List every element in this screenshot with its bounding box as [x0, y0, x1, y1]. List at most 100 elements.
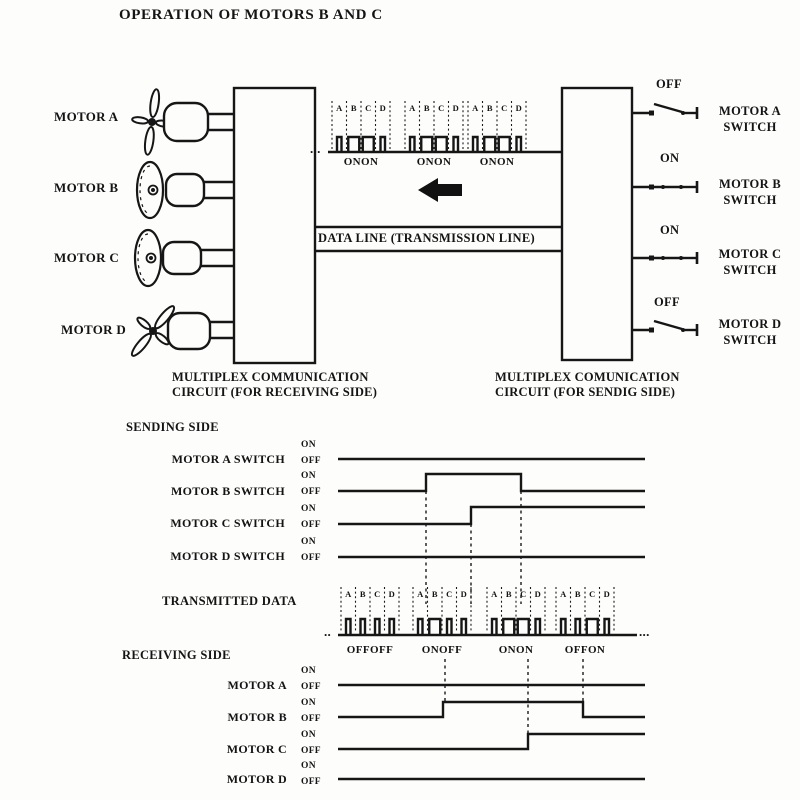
tx-frame-3-state: ONON	[498, 644, 534, 656]
switch-c-name-line1: MOTOR C	[718, 247, 782, 261]
receiving-onoff-c: ON OFF	[301, 727, 321, 759]
data-line-label: DATA LINE (TRANSMISSION LINE)	[318, 231, 535, 245]
slot-label: A	[417, 589, 424, 599]
switch-b-name-line2: SWITCH	[723, 193, 777, 207]
slot-label: D	[379, 103, 386, 113]
motor-b-switch-icon	[679, 185, 683, 189]
slot-label: C	[501, 103, 508, 113]
sending-row-label-c: MOTOR C SWITCH	[170, 516, 285, 530]
slot-label: C	[446, 589, 453, 599]
sending-box-caption-line1: MULTIPLEX COMUNICATION	[495, 370, 680, 384]
sending-onoff-a: ON OFF	[301, 437, 321, 469]
off-label: OFF	[301, 682, 321, 692]
on-label: ON	[301, 504, 316, 514]
sending-onoff-b: ON OFF	[301, 468, 321, 500]
slot-label: B	[505, 589, 512, 599]
receiving-side-header: RECEIVING SIDE	[122, 648, 231, 662]
slot-label: B	[350, 103, 357, 113]
top-frame-3-state: ONON	[479, 156, 515, 168]
slot-label: A	[472, 103, 479, 113]
motor-d-switch-icon	[649, 327, 654, 333]
receiving-row-label-a: MOTOR A	[227, 678, 287, 692]
sending-row-label-d: MOTOR D SWITCH	[170, 549, 285, 563]
on-label: ON	[301, 730, 316, 740]
motor-d-label: MOTOR D	[61, 322, 127, 337]
off-label: OFF	[301, 714, 321, 724]
slot-label: A	[560, 589, 567, 599]
receiving-onoff-b: ON OFF	[301, 695, 321, 727]
receiving-box-caption: MULTIPLEX COMMUNICATION CIRCUIT (FOR REC…	[172, 370, 377, 400]
sending-box-caption: MULTIPLEX COMUNICATION CIRCUIT (FOR SEND…	[495, 370, 680, 400]
tx-frame-1-state: OFFOFF	[346, 644, 394, 656]
on-label: ON	[301, 698, 316, 708]
receiving-waveform-2	[338, 732, 645, 751]
receiving-row-label-b: MOTOR B	[227, 710, 287, 724]
on-label: ON	[301, 537, 316, 547]
slot-label: B	[359, 589, 366, 599]
motor-a-switch-icon	[653, 102, 683, 114]
motor-b-switch-icon	[661, 185, 665, 189]
top-frame-2-state: ONON	[416, 156, 452, 168]
motor-c-switch-icon	[661, 256, 665, 260]
receiving-box-caption-line1: MULTIPLEX COMMUNICATION	[172, 370, 369, 384]
top-frame-pulses-1	[408, 135, 460, 152]
slot-label: A	[336, 103, 343, 113]
motor-c-switch-icon	[649, 255, 654, 261]
tx-leading-dots: ..	[324, 624, 332, 639]
off-label: OFF	[301, 520, 321, 530]
top-waveform-leading-dots: ...	[310, 141, 321, 156]
receiving-onoff-d: ON OFF	[301, 758, 321, 790]
slot-label: B	[423, 103, 430, 113]
motor-c-label: MOTOR C	[54, 250, 120, 265]
receiving-row-label-d: MOTOR D	[226, 772, 287, 786]
switch-a-name-line1: MOTOR A	[719, 104, 781, 118]
switch-d-name-line2: SWITCH	[723, 333, 777, 347]
receiving-box-caption-line2: CIRCUIT (FOR RECEIVING SIDE)	[172, 385, 378, 399]
sending-row-label-a: MOTOR A SWITCH	[171, 452, 285, 466]
slot-label: A	[491, 589, 498, 599]
sending-onoff-d: ON OFF	[301, 534, 321, 566]
switch-a-state: OFF	[656, 77, 682, 91]
tx-frame-pulses-0	[344, 617, 396, 635]
motor-a-switch-icon	[649, 110, 654, 116]
tx-trailing-dots: ...	[639, 624, 650, 639]
off-label: OFF	[301, 746, 321, 756]
slot-label: D	[515, 103, 522, 113]
motor-d-icon	[130, 305, 234, 357]
slot-label: D	[452, 103, 459, 113]
sending-side-header: SENDING SIDE	[126, 420, 219, 434]
receiving-waveform-1	[338, 700, 645, 719]
sending-row-label-b: MOTOR B SWITCH	[171, 484, 285, 498]
slot-label: B	[431, 589, 438, 599]
slot-label: D	[460, 589, 467, 599]
top-frame-pulses-0	[335, 135, 387, 152]
receiving-multiplex-box	[232, 86, 317, 365]
top-frame-1-state: ONON	[343, 156, 379, 168]
motor-b-icon	[135, 160, 234, 220]
switch-a-name-line2: SWITCH	[723, 120, 777, 134]
tx-frame-pulses-1	[416, 617, 468, 635]
motor-c-switch-icon	[679, 256, 683, 260]
off-label: OFF	[301, 487, 321, 497]
switch-b-name-line1: MOTOR B	[719, 177, 781, 191]
motor-b-label: MOTOR B	[54, 180, 119, 195]
slot-label: A	[345, 589, 352, 599]
slot-label: C	[589, 589, 596, 599]
receiving-onoff-a: ON OFF	[301, 663, 321, 695]
timing-guide-lines	[425, 478, 584, 748]
switch-b-state: ON	[660, 151, 680, 165]
slot-label: B	[574, 589, 581, 599]
tx-frame-4-state: OFFON	[564, 644, 606, 656]
sending-multiplex-box	[560, 86, 634, 362]
receiving-row-label-c: MOTOR C	[226, 742, 287, 756]
motor-d-switch-icon	[653, 319, 683, 331]
motor-b-switch-icon	[649, 184, 654, 190]
switch-d-name: MOTOR D SWITCH	[704, 316, 796, 348]
on-label: ON	[301, 666, 316, 676]
